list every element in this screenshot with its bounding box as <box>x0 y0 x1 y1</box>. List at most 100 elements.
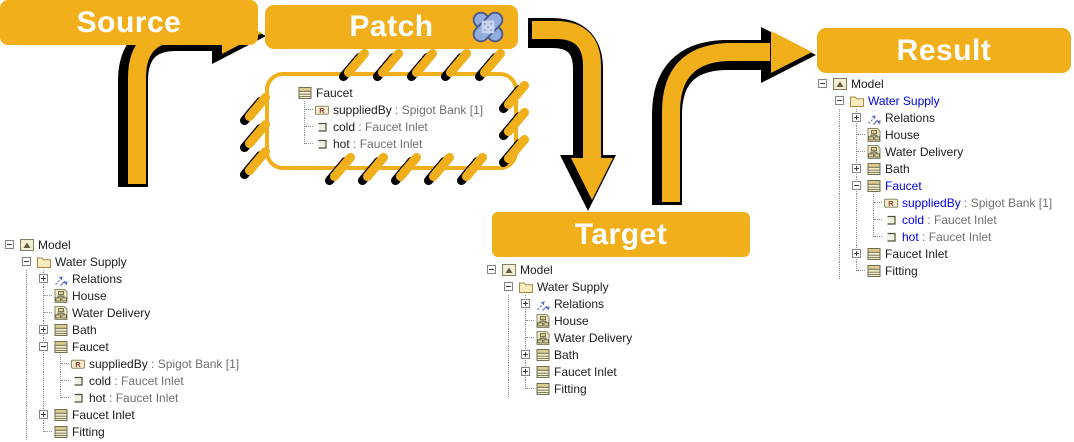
target-banner: Target <box>492 212 750 257</box>
house-icon <box>534 312 551 329</box>
node-type: : Spigot Bank [1] <box>960 195 1053 210</box>
tree-row[interactable]: Water Supply <box>814 92 1052 109</box>
node-label-modified: Faucet <box>885 178 922 193</box>
reference-icon <box>69 355 86 372</box>
expand-toggle[interactable] <box>39 325 48 334</box>
port-icon <box>882 211 899 228</box>
tree-row[interactable]: Faucet Inlet <box>1 406 239 423</box>
class-icon <box>534 380 551 397</box>
node-label: Water Delivery <box>72 305 151 320</box>
expand-toggle[interactable] <box>521 299 530 308</box>
tree-row[interactable]: hot : Faucet Inlet <box>296 135 483 152</box>
collapse-toggle[interactable] <box>835 96 844 105</box>
tree-row[interactable]: Fitting <box>1 423 239 440</box>
node-label: Faucet <box>316 85 353 100</box>
collapse-toggle[interactable] <box>487 265 496 274</box>
tree-row[interactable]: House <box>483 312 632 329</box>
tree-row[interactable]: suppliedBy : Spigot Bank [1] <box>1 355 239 372</box>
tree-row[interactable]: Bath <box>1 321 239 338</box>
expand-toggle[interactable] <box>852 113 861 122</box>
model-icon <box>831 75 848 92</box>
source-banner-label: Source <box>76 5 182 39</box>
expand-toggle[interactable] <box>39 274 48 283</box>
expand-toggle[interactable] <box>521 367 530 376</box>
expand-toggle[interactable] <box>521 350 530 359</box>
class-icon <box>296 84 313 101</box>
collapse-toggle[interactable] <box>5 240 14 249</box>
node-label: Water Supply <box>537 279 609 294</box>
tree-row[interactable]: House <box>814 126 1052 143</box>
tree-row[interactable]: Bath <box>814 160 1052 177</box>
node-label: Water Delivery <box>554 330 633 345</box>
node-label: Model <box>38 237 71 252</box>
node-type: : Faucet Inlet <box>918 229 992 244</box>
class-icon <box>865 245 882 262</box>
target-banner-label: Target <box>574 217 668 251</box>
collapse-toggle[interactable] <box>818 79 827 88</box>
folder-icon <box>517 278 534 295</box>
collapse-toggle[interactable] <box>22 257 31 266</box>
stitch-mark <box>253 117 262 151</box>
node-label: Relations <box>72 271 123 286</box>
node-label-modified: suppliedBy <box>902 195 961 210</box>
node-label: suppliedBy <box>89 356 148 371</box>
tree-row[interactable]: Water Delivery <box>483 329 632 346</box>
folder-icon <box>848 92 865 109</box>
class-icon <box>52 338 69 355</box>
tree-row[interactable]: Faucet <box>814 177 1052 194</box>
house-icon <box>865 126 882 143</box>
expand-toggle[interactable] <box>39 410 48 419</box>
patch-banner-label: Patch <box>349 10 434 43</box>
stitch-mark <box>253 144 262 178</box>
result-banner: Result <box>817 28 1071 73</box>
tree-row[interactable]: cold : Faucet Inlet <box>296 118 483 135</box>
tree-row[interactable]: suppliedBy : Spigot Bank [1] <box>296 101 483 118</box>
result-banner-label: Result <box>896 33 992 67</box>
tree-row[interactable]: Relations <box>1 270 239 287</box>
result-tree: Model Water Supply Relations House Water… <box>814 75 1052 279</box>
tree-row[interactable]: Faucet <box>1 338 239 355</box>
collapse-toggle[interactable] <box>504 282 513 291</box>
relations-icon <box>865 109 882 126</box>
tree-row[interactable]: Fitting <box>814 262 1052 279</box>
reference-icon <box>882 194 899 211</box>
port-icon <box>882 228 899 245</box>
node-label: House <box>72 288 107 303</box>
collapse-toggle[interactable] <box>39 342 48 351</box>
tree-row[interactable]: Model <box>1 236 239 253</box>
tree-row[interactable]: House <box>1 287 239 304</box>
node-label: Faucet <box>72 339 109 354</box>
node-label: cold <box>89 373 112 388</box>
tree-row[interactable]: suppliedBy : Spigot Bank [1] <box>814 194 1052 211</box>
class-icon <box>534 346 551 363</box>
tree-row[interactable]: hot : Faucet Inlet <box>814 228 1052 245</box>
node-label: House <box>885 127 920 142</box>
tree-row[interactable]: Water Delivery <box>1 304 239 321</box>
tree-row[interactable]: Water Delivery <box>814 143 1052 160</box>
tree-row[interactable]: cold : Faucet Inlet <box>814 211 1052 228</box>
tree-row[interactable]: Faucet Inlet <box>483 363 632 380</box>
class-icon <box>865 177 882 194</box>
class-icon <box>865 160 882 177</box>
tree-row[interactable]: Water Supply <box>1 253 239 270</box>
tree-row[interactable]: Relations <box>814 109 1052 126</box>
node-label: Bath <box>72 322 97 337</box>
tree-row[interactable]: hot : Faucet Inlet <box>1 389 239 406</box>
tree-row[interactable]: Water Supply <box>483 278 632 295</box>
class-icon <box>52 321 69 338</box>
tree-row[interactable]: Faucet Inlet <box>814 245 1052 262</box>
tree-row[interactable]: Model <box>814 75 1052 92</box>
collapse-toggle[interactable] <box>852 181 861 190</box>
node-label: Bath <box>554 347 579 362</box>
folder-icon <box>35 253 52 270</box>
tree-row[interactable]: cold : Faucet Inlet <box>1 372 239 389</box>
tree-row[interactable]: Bath <box>483 346 632 363</box>
tree-row[interactable]: Model <box>483 261 632 278</box>
stitch-mark <box>253 90 262 124</box>
tree-row[interactable]: Faucet <box>296 84 483 101</box>
tree-row[interactable]: Fitting <box>483 380 632 397</box>
tree-row[interactable]: Relations <box>483 295 632 312</box>
expand-toggle[interactable] <box>852 164 861 173</box>
expand-toggle[interactable] <box>852 249 861 258</box>
